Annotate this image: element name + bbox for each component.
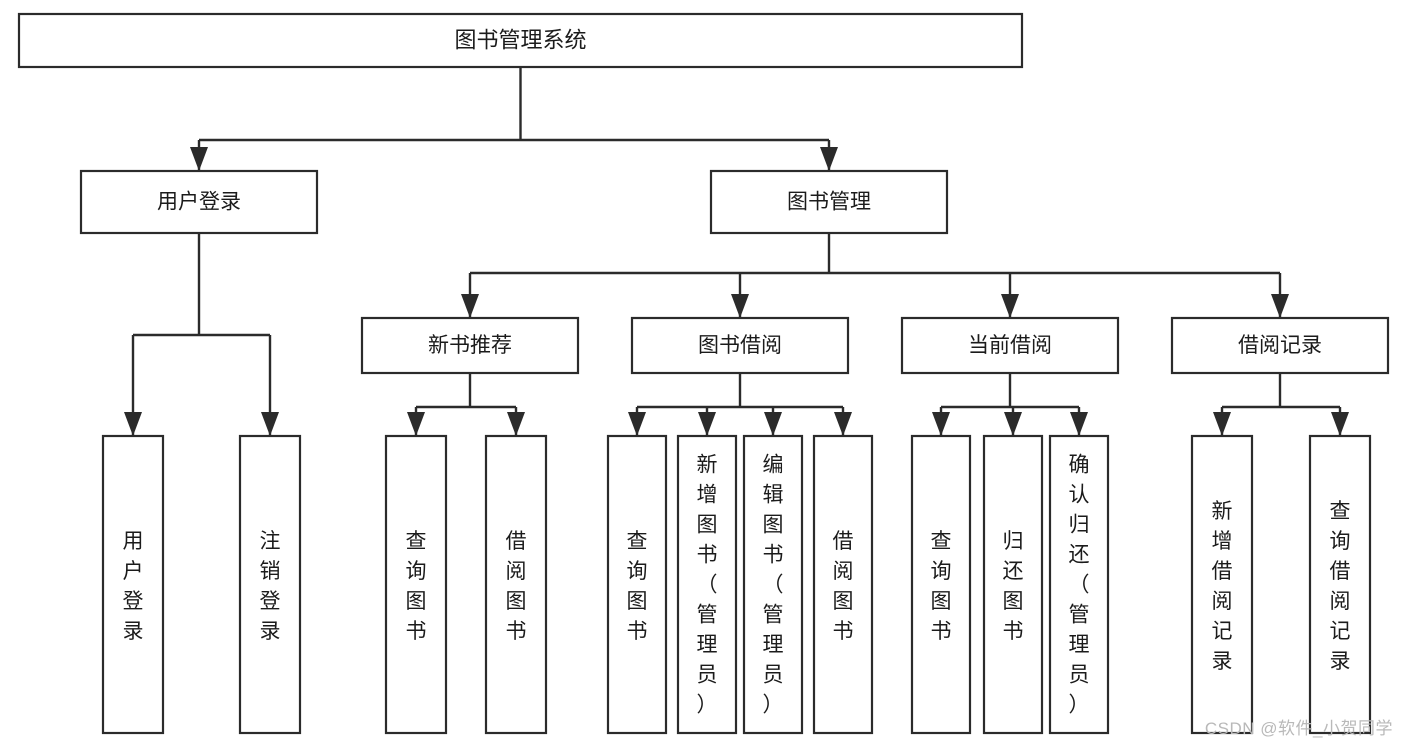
node-box-book-borrow: [630, 316, 850, 375]
node-label-leaf-borrow-book-rec: 借阅图书: [506, 530, 527, 643]
node-box-new-book-rec: [360, 316, 580, 375]
node-box-leaf-add-book: [676, 434, 738, 735]
node-label-borrow-record: 借阅记录: [1238, 334, 1322, 357]
arrowhead-icon-book-manage-1: [731, 294, 749, 318]
node-root[interactable]: 图书管理系统: [17, 12, 1024, 69]
node-leaf-confirm-return[interactable]: 确认归还（管理员）: [1048, 434, 1110, 735]
node-box-book-manage: [709, 169, 949, 235]
node-label-new-book-rec: 新书推荐: [428, 334, 512, 357]
node-label-book-manage: 图书管理: [787, 191, 871, 214]
node-box-leaf-query-record: [1308, 434, 1372, 735]
node-leaf-user-login[interactable]: 用户登录: [101, 434, 165, 735]
arrowhead-icon-current-borrow-1: [1004, 412, 1022, 436]
node-box-user-login: [79, 169, 319, 235]
node-box-leaf-query-book-borrow: [606, 434, 668, 735]
node-book-borrow[interactable]: 图书借阅: [630, 316, 850, 375]
node-leaf-query-book-borrow[interactable]: 查询图书: [606, 434, 668, 735]
node-label-leaf-query-book-rec: 查询图书: [406, 530, 427, 643]
arrowhead-icon-current-borrow-0: [932, 412, 950, 436]
node-current-borrow[interactable]: 当前借阅: [900, 316, 1120, 375]
node-leaf-logout[interactable]: 注销登录: [238, 434, 302, 735]
node-label-root: 图书管理系统: [454, 27, 586, 52]
node-label-leaf-add-book: 新增图书（管理员）: [697, 453, 718, 716]
node-label-leaf-add-record: 新增借阅记录: [1212, 500, 1233, 673]
node-box-leaf-user-login: [101, 434, 165, 735]
node-box-leaf-query-book-cur: [910, 434, 972, 735]
node-box-leaf-borrow-book: [812, 434, 874, 735]
arrowhead-icon-borrow-record-0: [1213, 412, 1231, 436]
node-label-leaf-borrow-book: 借阅图书: [833, 530, 854, 643]
nodes-layer: 图书管理系统用户登录图书管理新书推荐图书借阅当前借阅借阅记录用户登录注销登录查询…: [17, 12, 1390, 735]
arrowhead-icon-root-1: [820, 147, 838, 171]
node-label-current-borrow: 当前借阅: [968, 334, 1052, 357]
arrowhead-icon-new-book-rec-0: [407, 412, 425, 436]
arrowhead-icon-book-borrow-1: [698, 412, 716, 436]
arrowhead-icon-book-manage-3: [1271, 294, 1289, 318]
node-leaf-return-book[interactable]: 归还图书: [982, 434, 1044, 735]
node-box-leaf-return-book: [982, 434, 1044, 735]
node-leaf-edit-book[interactable]: 编辑图书（管理员）: [742, 434, 804, 735]
arrowhead-icon-user-login-0: [124, 412, 142, 436]
arrowhead-icon-current-borrow-2: [1070, 412, 1088, 436]
arrowhead-icon-user-login-1: [261, 412, 279, 436]
arrowhead-icon-book-manage-2: [1001, 294, 1019, 318]
node-leaf-add-record[interactable]: 新增借阅记录: [1190, 434, 1254, 735]
node-borrow-record[interactable]: 借阅记录: [1170, 316, 1390, 375]
node-label-leaf-query-record: 查询借阅记录: [1330, 500, 1351, 673]
node-label-book-borrow: 图书借阅: [698, 334, 782, 357]
node-new-book-rec[interactable]: 新书推荐: [360, 316, 580, 375]
arrowhead-icon-borrow-record-1: [1331, 412, 1349, 436]
node-leaf-query-book-cur[interactable]: 查询图书: [910, 434, 972, 735]
node-box-current-borrow: [900, 316, 1120, 375]
node-leaf-borrow-book[interactable]: 借阅图书: [812, 434, 874, 735]
arrowhead-icon-book-borrow-3: [834, 412, 852, 436]
node-user-login[interactable]: 用户登录: [79, 169, 319, 235]
node-label-leaf-user-login: 用户登录: [123, 530, 144, 643]
node-label-leaf-confirm-return: 确认归还（管理员）: [1069, 453, 1090, 716]
arrowhead-icon-book-manage-0: [461, 294, 479, 318]
node-label-user-login: 用户登录: [157, 191, 241, 214]
arrowhead-icon-root-0: [190, 147, 208, 171]
node-label-leaf-query-book-cur: 查询图书: [931, 530, 952, 643]
node-box-leaf-add-record: [1190, 434, 1254, 735]
node-leaf-query-record[interactable]: 查询借阅记录: [1308, 434, 1372, 735]
node-box-leaf-query-book-rec: [384, 434, 448, 735]
node-box-leaf-edit-book: [742, 434, 804, 735]
node-box-leaf-logout: [238, 434, 302, 735]
node-book-manage[interactable]: 图书管理: [709, 169, 949, 235]
node-label-leaf-logout: 注销登录: [260, 530, 281, 643]
edges-layer: [124, 67, 1349, 436]
node-leaf-add-book[interactable]: 新增图书（管理员）: [676, 434, 738, 735]
node-label-leaf-query-book-borrow: 查询图书: [627, 530, 648, 643]
node-label-leaf-return-book: 归还图书: [1003, 530, 1024, 643]
arrowhead-icon-new-book-rec-1: [507, 412, 525, 436]
node-leaf-borrow-book-rec[interactable]: 借阅图书: [484, 434, 548, 735]
watermark-text: CSDN @软件_小贺同学: [1204, 719, 1393, 738]
arrowhead-icon-book-borrow-0: [628, 412, 646, 436]
node-label-leaf-edit-book: 编辑图书（管理员）: [763, 453, 784, 716]
node-box-leaf-borrow-book-rec: [484, 434, 548, 735]
node-leaf-query-book-rec[interactable]: 查询图书: [384, 434, 448, 735]
arrowhead-icon-book-borrow-2: [764, 412, 782, 436]
node-box-borrow-record: [1170, 316, 1390, 375]
node-box-root: [17, 12, 1024, 69]
node-box-leaf-confirm-return: [1048, 434, 1110, 735]
